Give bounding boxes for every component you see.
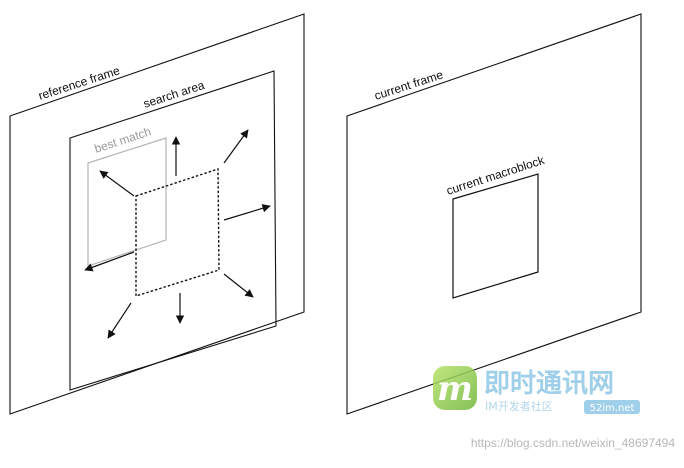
reference-frame-label: reference frame — [37, 63, 122, 103]
current-frame-label: current frame — [373, 67, 445, 102]
watermark-domain-badge — [584, 400, 640, 414]
current-frame-plane — [346, 13, 642, 415]
watermark-logo-badge — [433, 366, 477, 410]
search-area-label: search area — [142, 78, 207, 111]
search-arrow-up-left — [99, 170, 135, 197]
watermark-url: https://blog.csdn.net/weixin_48697494 — [471, 436, 675, 450]
search-area-box — [69, 70, 277, 391]
watermark: m 即时通讯网 IM开发者社区 52im.net — [433, 366, 640, 414]
watermark-domain: 52im.net — [590, 403, 635, 414]
search-arrow-down-right — [223, 273, 254, 298]
search-arrow-right — [223, 204, 271, 221]
best-match-label: best match — [93, 124, 153, 155]
watermark-tagline: IM开发者社区 — [485, 399, 553, 413]
reference-frame-plane — [9, 13, 305, 415]
search-arrow-down-left — [107, 302, 132, 339]
best-match-box — [87, 137, 167, 267]
watermark-logo-letter: m — [437, 369, 473, 409]
candidate-block-box — [135, 168, 220, 297]
current-macroblock-box — [452, 173, 539, 299]
search-arrow-up-right — [223, 129, 249, 164]
search-arrow-left — [84, 251, 135, 272]
watermark-name: 即时通讯网 — [484, 369, 614, 399]
